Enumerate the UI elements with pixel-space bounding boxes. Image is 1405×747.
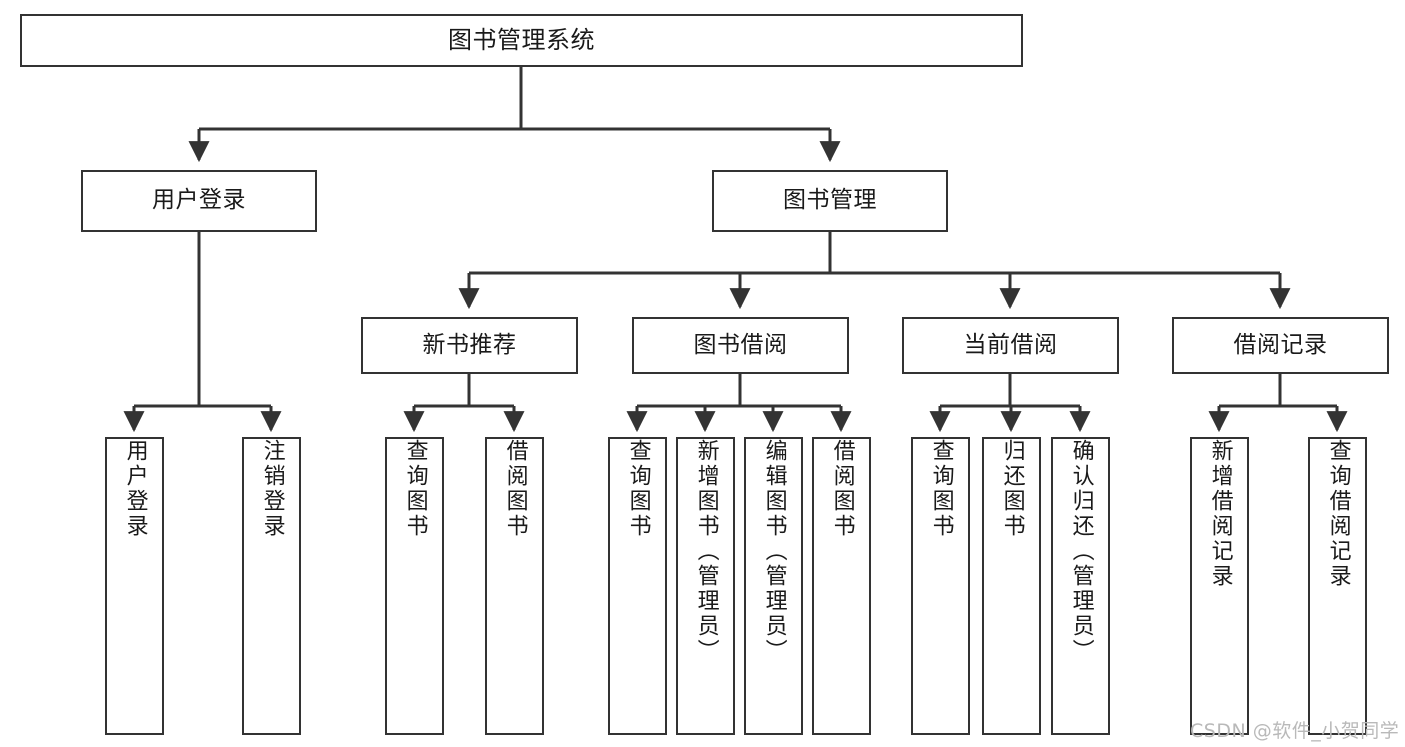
node-new-book-recommend-label: 新书推荐 — [422, 331, 517, 358]
node-borrow-record-label: 借阅记录 — [1233, 331, 1328, 358]
node-leaf-query-book-1-label: 查询图书 — [402, 439, 428, 539]
node-book-manage[interactable]: 图书管理 — [712, 170, 948, 232]
node-root[interactable]: 图书管理系统 — [20, 14, 1023, 67]
node-leaf-user-login[interactable]: 用户登录 — [105, 437, 164, 735]
node-leaf-borrow-book-1-label: 借阅图书 — [502, 439, 528, 539]
node-leaf-return-book[interactable]: 归还图书 — [982, 437, 1041, 735]
node-leaf-return-book-label: 归还图书 — [999, 439, 1025, 539]
node-leaf-query-record-label: 查询借阅记录 — [1325, 439, 1351, 589]
node-leaf-query-book-2-label: 查询图书 — [625, 439, 651, 539]
node-current-borrow[interactable]: 当前借阅 — [902, 317, 1119, 374]
node-leaf-query-book-1[interactable]: 查询图书 — [385, 437, 444, 735]
node-leaf-borrow-book-1[interactable]: 借阅图书 — [485, 437, 544, 735]
node-leaf-user-login-label: 用户登录 — [122, 439, 148, 539]
node-leaf-user-logout-label: 注销登录 — [259, 439, 285, 539]
node-leaf-add-record-label: 新增借阅记录 — [1207, 439, 1233, 589]
node-leaf-edit-book[interactable]: 编辑图书（管理员） — [744, 437, 803, 735]
node-root-label: 图书管理系统 — [448, 26, 595, 55]
node-leaf-add-book-label: 新增图书（管理员） — [693, 439, 719, 664]
watermark-text: CSDN @软件_小贺同学 — [1190, 720, 1400, 742]
node-user-login-label: 用户登录 — [152, 187, 246, 214]
node-leaf-user-logout[interactable]: 注销登录 — [242, 437, 301, 735]
node-leaf-query-book-3[interactable]: 查询图书 — [911, 437, 970, 735]
node-book-borrow-label: 图书借阅 — [693, 331, 788, 358]
node-leaf-borrow-book-2-label: 借阅图书 — [829, 439, 855, 539]
node-leaf-borrow-book-2[interactable]: 借阅图书 — [812, 437, 871, 735]
node-current-borrow-label: 当前借阅 — [963, 331, 1058, 358]
node-book-manage-label: 图书管理 — [783, 187, 877, 214]
node-leaf-add-record[interactable]: 新增借阅记录 — [1190, 437, 1249, 735]
node-leaf-query-record[interactable]: 查询借阅记录 — [1308, 437, 1367, 735]
node-book-borrow[interactable]: 图书借阅 — [632, 317, 849, 374]
node-leaf-confirm-return-label: 确认归还（管理员） — [1068, 439, 1094, 664]
node-borrow-record[interactable]: 借阅记录 — [1172, 317, 1389, 374]
node-user-login[interactable]: 用户登录 — [81, 170, 317, 232]
node-leaf-confirm-return[interactable]: 确认归还（管理员） — [1051, 437, 1110, 735]
node-leaf-add-book[interactable]: 新增图书（管理员） — [676, 437, 735, 735]
node-leaf-edit-book-label: 编辑图书（管理员） — [761, 439, 787, 664]
node-new-book-recommend[interactable]: 新书推荐 — [361, 317, 578, 374]
node-leaf-query-book-3-label: 查询图书 — [928, 439, 954, 539]
node-leaf-query-book-2[interactable]: 查询图书 — [608, 437, 667, 735]
watermark: CSDN @软件_小贺同学 — [1190, 716, 1399, 743]
